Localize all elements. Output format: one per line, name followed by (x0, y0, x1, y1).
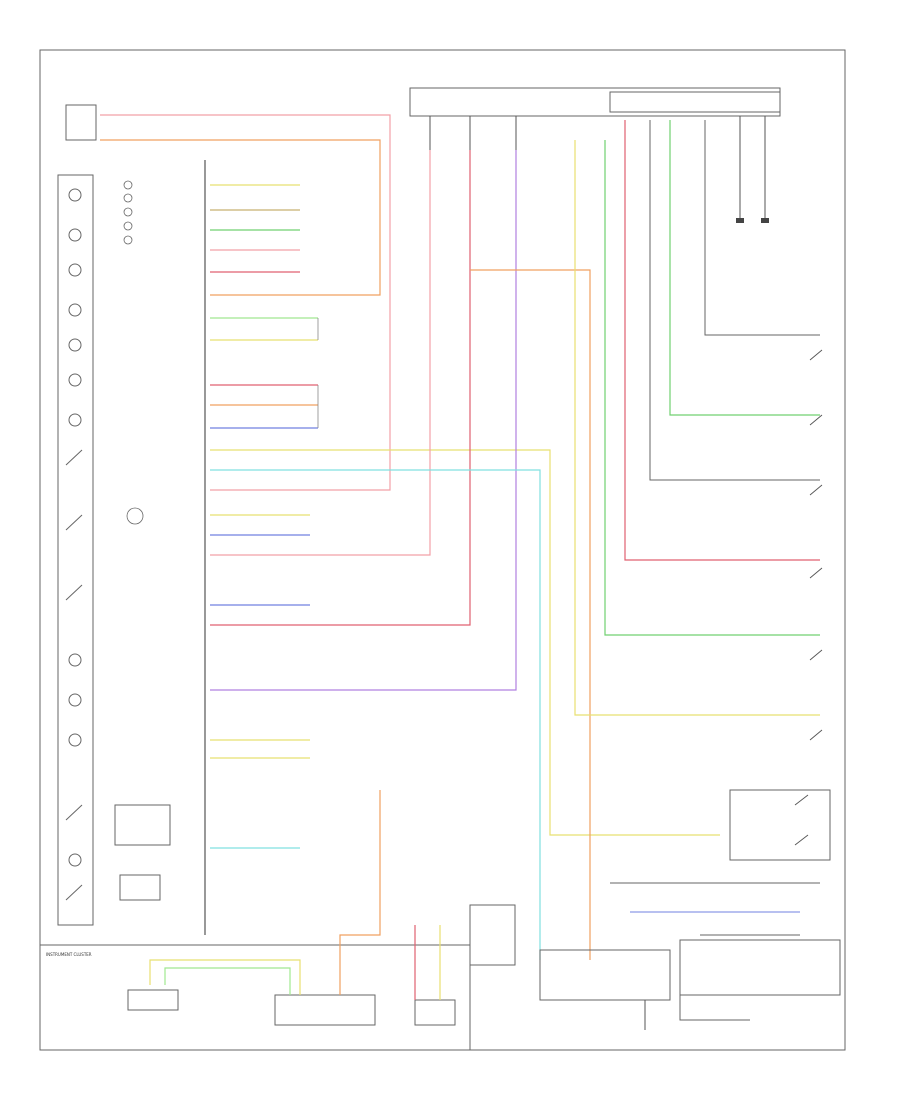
wire-orange-cross (470, 269, 591, 960)
wire-green-right (669, 120, 820, 416)
right-module-box (609, 91, 781, 113)
right-switches (794, 349, 823, 846)
cluster-left-column (57, 174, 94, 926)
right-dark-wires (649, 120, 820, 481)
wire-pink-mid (210, 150, 431, 556)
wire-cyan-low (210, 469, 541, 960)
wire-red-mid (210, 150, 471, 626)
fuel-gauge-box (127, 989, 179, 1011)
engine-switch-box (679, 939, 841, 996)
lower-right-wires (610, 882, 820, 1021)
wire-orange-top (100, 139, 381, 296)
indicator-lamps (123, 180, 144, 525)
speedometer-connector (65, 104, 97, 141)
wire-pink-vert (624, 120, 820, 561)
instrument-cluster-title: INSTRUMENT CLUSTER (46, 952, 92, 957)
wire-violet-low (210, 150, 517, 691)
ground-symbols (736, 218, 769, 223)
gauge-symbols (65, 188, 83, 901)
cluster-stubs (210, 184, 318, 849)
wire-pink-top (100, 114, 391, 491)
pcm-box (274, 994, 376, 1026)
oil-pressure-switch-box (469, 904, 516, 966)
fuse-drops (429, 116, 766, 220)
wire-yellow-mid (210, 449, 720, 836)
ganged-switch-box (729, 789, 831, 861)
instrument-cluster-box (39, 944, 471, 1051)
wire-yellow-vert (574, 140, 820, 716)
lower-sender-box (414, 999, 456, 1026)
bottom-cluster-wires (149, 790, 441, 1000)
diagram-border (39, 49, 846, 1051)
neutral-switch-box (119, 874, 161, 901)
shift-lever-box (114, 804, 171, 846)
powertrain-module-box (539, 949, 671, 1001)
wire-green-vert (604, 140, 820, 636)
